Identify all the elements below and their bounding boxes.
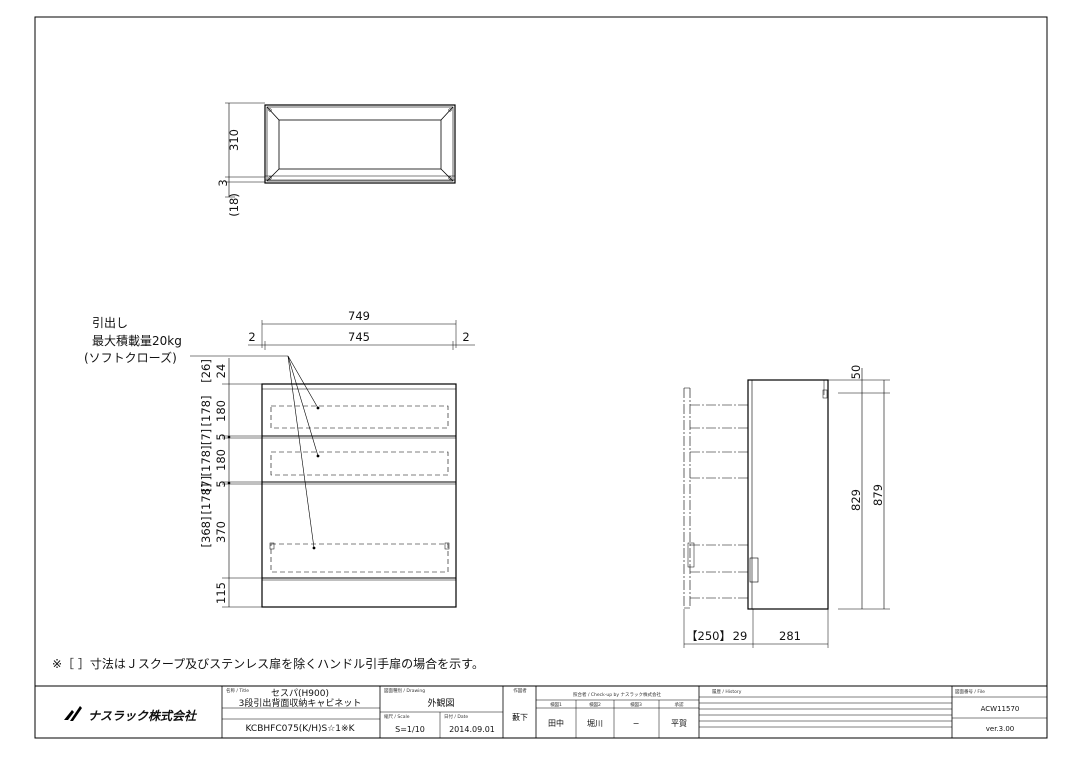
load-note-line-3: (ソフトクローズ) [84, 350, 177, 365]
footnote: ※［ ］寸法はＪスクープ及びステンレス扉を除くハンドル引手扉の場合を示す。 [52, 656, 484, 671]
vdim-7-a: [7] [199, 429, 213, 445]
name-label: 名称 / Title [226, 687, 249, 694]
load-note-line-2: 最大積載量20kg [92, 333, 182, 348]
date-label: 日付 / Date [444, 713, 468, 720]
vdim-26: [26] [199, 359, 213, 383]
file-label: 図面番号 / File [955, 688, 985, 695]
dim-749: 749 [348, 309, 370, 323]
logo-text: ナスラック株式会社 [88, 709, 198, 723]
vdim-115: 115 [214, 582, 228, 604]
vdim-24: 24 [214, 364, 228, 379]
vdim-5-b: 5 [214, 480, 228, 487]
scale-value: S=1/10 [395, 725, 425, 734]
dim-29: 29 [733, 629, 748, 643]
drafter-label: 作図者 [513, 687, 527, 694]
check-header-3: 検図3 [630, 701, 642, 708]
model-number: KCBHFC075(K/H)S☆1※K [246, 724, 356, 734]
date-value: 2014.09.01 [449, 725, 495, 734]
vdim-178-b: [178] [199, 446, 213, 477]
dim-879: 879 [871, 484, 885, 506]
load-note-line-1: 引出し [92, 316, 128, 330]
top-view: 310 3 (18) [216, 102, 456, 217]
vdim-180-a: 180 [214, 400, 228, 422]
side-view: 50 829 879 【250】 29 281 [683, 365, 890, 648]
check-value-3: − [633, 719, 640, 728]
history-label: 履歴 / History [712, 689, 742, 695]
check-value-1: 田中 [548, 718, 564, 728]
logo-icon [64, 706, 82, 721]
check-header-1: 検図1 [550, 701, 562, 708]
dim-3: 3 [216, 179, 230, 186]
vdim-7-b: [7] [199, 476, 213, 492]
dim-2-left: 2 [248, 330, 255, 344]
check-header-2: 検図2 [589, 701, 601, 708]
file-number: ACW11570 [981, 705, 1020, 713]
check-value-4: 平賀 [671, 718, 687, 728]
dim-18: (18) [227, 193, 241, 217]
vdim-178-a: [178] [199, 396, 213, 427]
vdim-178-c: [178] [199, 484, 213, 515]
title-block: ナスラック株式会社 名称 / Title セスパ(H900) 3段引出背面収納キ… [34, 685, 1048, 739]
vdim-5-a: 5 [214, 433, 228, 440]
check-label: 照合者 / Check-up by ナスラック株式会社 [573, 691, 661, 698]
vdim-180-b: 180 [214, 449, 228, 471]
check-header-4: 承認 [675, 701, 684, 708]
scale-label: 縮尺 / Scale [384, 713, 410, 720]
vdim-370: 370 [214, 521, 228, 543]
description: 3段引出背面収納キャビネット [239, 697, 362, 709]
dim-250: 【250】 [686, 629, 731, 643]
drafter-value: 藪下 [512, 712, 528, 722]
version-number: ver.3.00 [986, 725, 1015, 733]
dim-745: 745 [348, 330, 370, 344]
dim-281: 281 [779, 629, 801, 643]
drawing-label: 図面種別 / Drawing [384, 687, 425, 694]
name-value: セスパ(H900) [271, 688, 329, 699]
check-value-2: 堀川 [587, 719, 603, 728]
vdim-368: [368] [199, 517, 213, 548]
front-view: 引出し 最大積載量20kg (ソフトクローズ) 749 745 2 2 [84, 309, 475, 608]
drawing-value: 外観図 [427, 697, 454, 709]
dim-2-right: 2 [462, 330, 469, 344]
dim-829: 829 [849, 489, 863, 511]
dim-50: 50 [849, 365, 863, 380]
sheet-border [34, 16, 1048, 739]
dim-310: 310 [227, 129, 241, 151]
